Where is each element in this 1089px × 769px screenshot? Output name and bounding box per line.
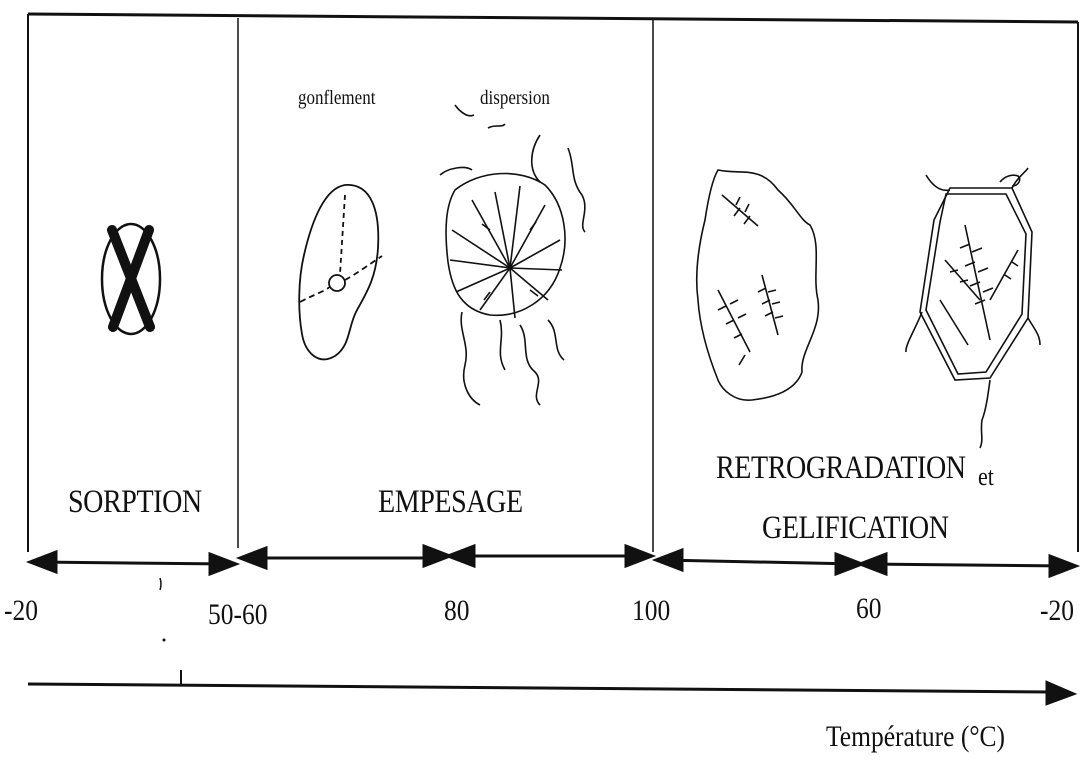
arrowhead-right (626, 546, 652, 566)
phase-label-retrogradation: RETROGRADATION (716, 452, 966, 485)
tick-label: 100 (632, 596, 670, 626)
arrowhead-right (1050, 556, 1076, 576)
retrograded-granule-icon (697, 170, 819, 400)
phase-arrows (30, 546, 1076, 576)
arrowhead-right (210, 554, 236, 574)
arrowhead-left (240, 548, 266, 568)
tick-label: -20 (1040, 596, 1074, 626)
label-swelling: gonflement (298, 88, 375, 108)
axis-arrowhead (1046, 681, 1076, 705)
phase-label-gelification: GELIFICATION (762, 512, 949, 545)
phase-label-sorption: SORPTION (68, 486, 202, 519)
gelled-granule-icon (906, 168, 1040, 448)
tick-label: 60 (856, 594, 882, 624)
native-granule-icon (102, 224, 160, 334)
dispersed-granule-icon (440, 105, 585, 405)
temperature-axis (28, 681, 1076, 705)
tick-label: 50-60 (208, 600, 268, 630)
label-dispersion: dispersion (480, 88, 550, 108)
phase-label-et: et (978, 464, 994, 490)
phase-label-empesage: EMPESAGE (378, 486, 523, 519)
arrowhead-left (860, 554, 886, 574)
scan-specks (160, 578, 182, 684)
arrowhead-left (656, 550, 682, 570)
arrowhead-left (448, 546, 474, 566)
tick-label: 80 (444, 596, 470, 626)
arrowhead-left (30, 552, 56, 572)
axis-label-temperature: Température (°C) (826, 722, 1005, 752)
swollen-granule-icon (299, 185, 382, 359)
tick-label: -20 (4, 596, 38, 626)
